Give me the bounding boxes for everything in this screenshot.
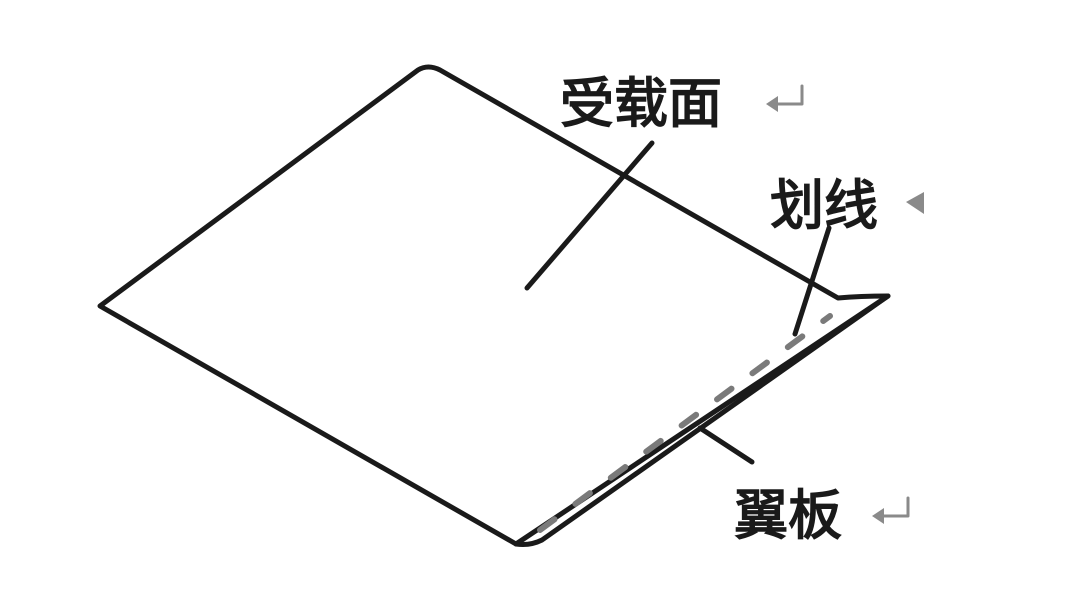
score-line-dashed <box>537 313 833 533</box>
label-load-surface: 受载面 <box>560 72 722 135</box>
sheet-outline <box>97 64 891 547</box>
left-triangle-icon <box>906 192 924 214</box>
return-arrow-icon <box>872 496 910 524</box>
return-arrow-icon <box>766 84 804 112</box>
label-score-line: 划线 <box>770 174 878 237</box>
leader-wing-flap <box>697 425 755 465</box>
label-wing-flap: 翼板 <box>734 484 842 547</box>
leader-load-surface <box>524 140 655 291</box>
leader-score-line <box>792 225 832 337</box>
